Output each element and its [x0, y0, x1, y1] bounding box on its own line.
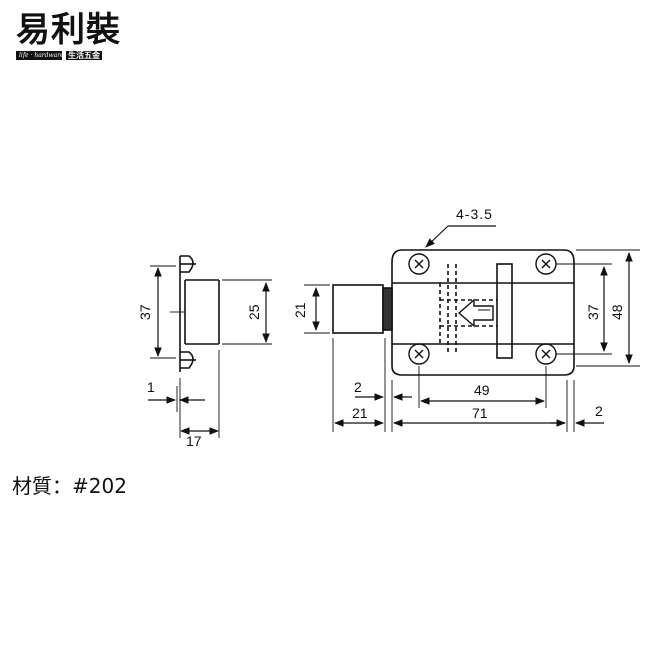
brand-name: 易利裝 [16, 10, 121, 50]
brand-tagline: life · hardware 生活五金 [16, 50, 126, 60]
dim-plate-height: 48 [609, 304, 625, 320]
dim-hole-spacing-h: 37 [585, 304, 601, 320]
screw-hole-bottom-left [408, 343, 430, 365]
dim-side-inner: 25 [246, 304, 262, 320]
dim-plate-length: 71 [472, 405, 488, 421]
dim-bolt-extension: 21 [352, 405, 368, 421]
screw-holes [408, 253, 557, 365]
dim-side-height: 37 [137, 304, 153, 320]
bolt-extension-lines [304, 249, 640, 432]
screw-hole-bottom-right [535, 343, 557, 365]
dim-line-hole-spec-leader [425, 225, 449, 248]
screw-hole-top-left [408, 253, 430, 275]
keeper-side-view [150, 255, 272, 438]
material-spec: 材質：#202 [12, 474, 127, 498]
dim-gap-left: 2 [354, 379, 362, 395]
dim-side-width: 17 [186, 433, 202, 449]
dim-hole-spacing-w: 49 [474, 382, 490, 398]
dim-gap-right: 2 [595, 403, 603, 419]
dim-side-thickness: 1 [147, 379, 155, 395]
dim-hole-spec: 4-3.5 [456, 206, 493, 222]
brand-tagline-en: life · hardware [16, 50, 62, 60]
brand-logo: 易利裝 life · hardware 生活五金 [16, 8, 126, 60]
brand-tagline-cn: 生活五金 [66, 50, 102, 60]
keeper-dimension-lines [148, 267, 270, 435]
dim-bolt-diameter: 21 [292, 302, 308, 318]
bolt-dimension-lines [312, 225, 633, 427]
screw-hole-top-right [535, 253, 557, 275]
